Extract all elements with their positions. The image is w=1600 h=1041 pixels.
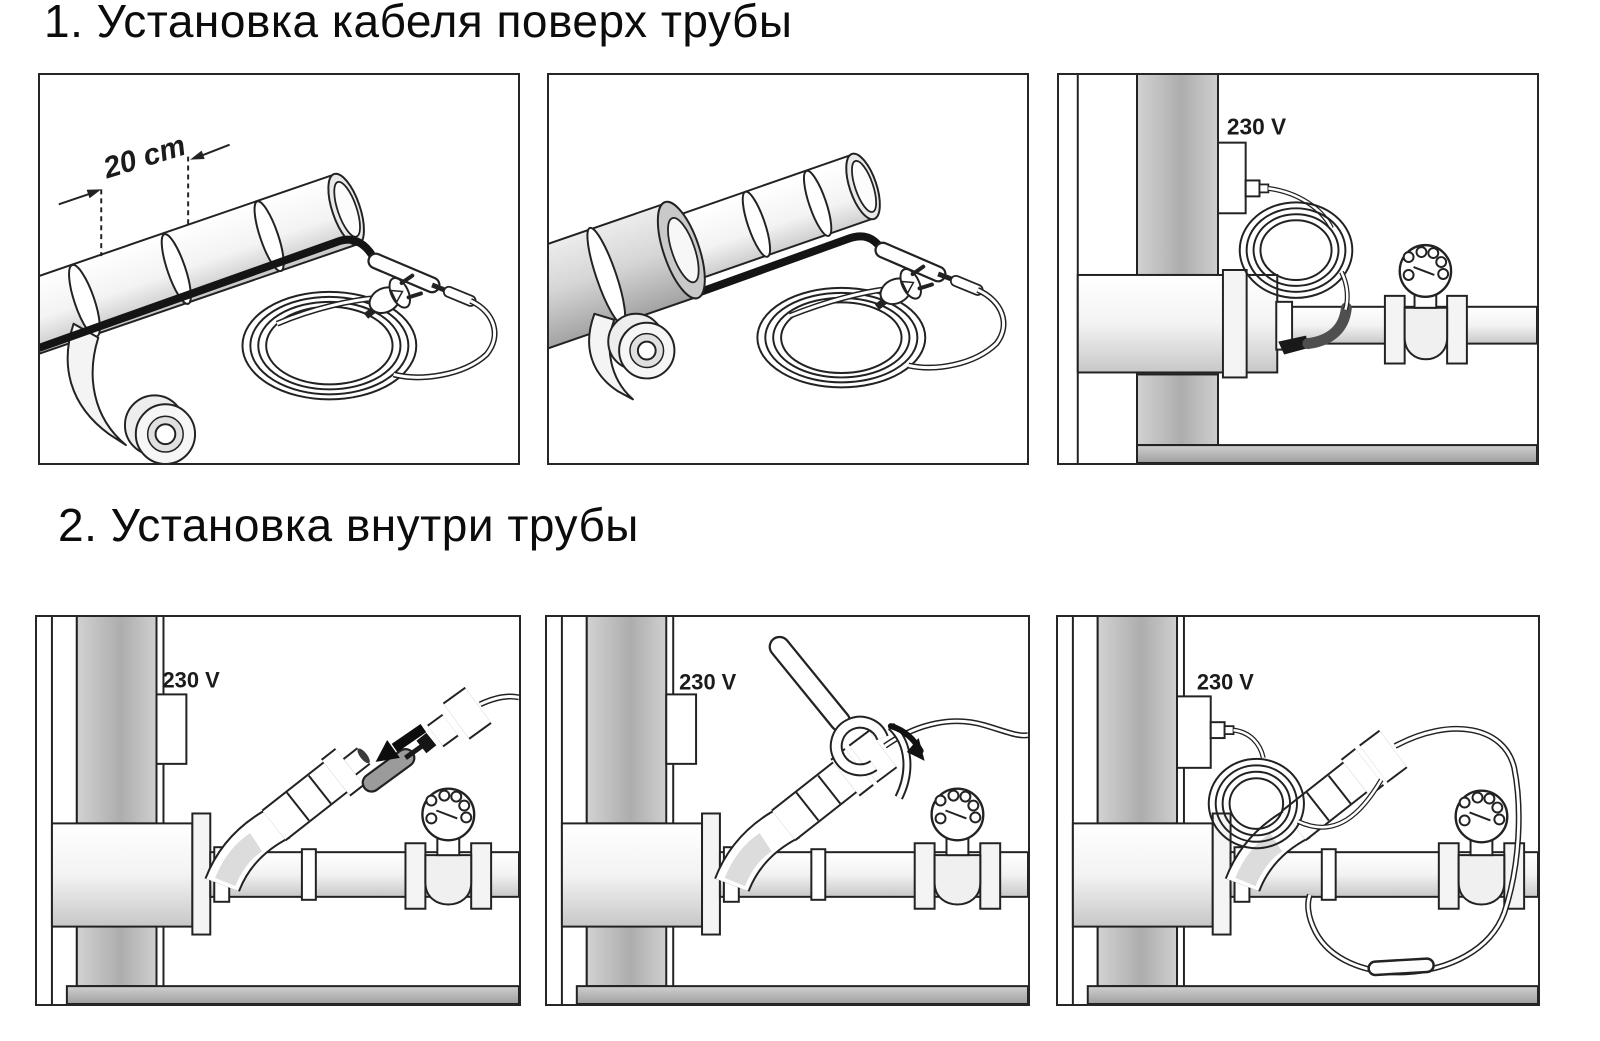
voltage-label: 230 V bbox=[1197, 669, 1254, 694]
hanging-tape-strip bbox=[66, 322, 127, 447]
excess-cable-coil bbox=[1238, 201, 1354, 311]
power-plug bbox=[363, 273, 423, 319]
voltage-label: 230 V bbox=[162, 667, 220, 692]
panel-step-2-2: 230 V bbox=[545, 615, 1030, 1006]
voltage-label: 230 V bbox=[679, 669, 737, 694]
wall bbox=[1071, 617, 1185, 1004]
insulated-pipe bbox=[560, 812, 721, 936]
section-1-title: 1. Установка кабеля поверх трубы bbox=[44, 0, 793, 47]
socket-box bbox=[1176, 695, 1235, 769]
seal-and-nuts bbox=[416, 686, 492, 754]
panel-step-2-3: 230 V bbox=[1056, 615, 1540, 1006]
valve-handwheel bbox=[1398, 243, 1453, 309]
insulated-pipe bbox=[1076, 269, 1279, 379]
shutoff-valve bbox=[913, 787, 1002, 910]
illustration-inpipe-install-connected: 230 V bbox=[1071, 617, 1538, 1004]
excess-cable-coil bbox=[1207, 757, 1384, 850]
section-2-title: 2. Установка внутри трубы bbox=[58, 499, 639, 551]
illustration-tape-cable-to-pipe: 20 cm bbox=[40, 129, 498, 463]
floor bbox=[575, 985, 1028, 1004]
cold-lead-cable bbox=[883, 718, 1028, 749]
rotation-arrow bbox=[887, 722, 925, 800]
cable-splice bbox=[367, 252, 477, 307]
insertion-arrow bbox=[375, 724, 427, 762]
tape-band bbox=[741, 190, 772, 258]
cold-lead-cable bbox=[1302, 302, 1352, 350]
cable-splice bbox=[874, 241, 984, 296]
wall bbox=[1076, 75, 1219, 463]
power-cord bbox=[1233, 727, 1266, 759]
illustration-surface-install-connected: 230 V bbox=[1076, 75, 1537, 463]
wall bbox=[50, 617, 165, 1004]
floor bbox=[1136, 444, 1537, 463]
tape-band bbox=[253, 200, 285, 273]
illustration-insulation-over-pipe bbox=[549, 152, 1007, 401]
tee-gland-fitting bbox=[204, 747, 371, 893]
dimension-label: 20 cm bbox=[99, 129, 190, 186]
plug-connector bbox=[1244, 179, 1261, 198]
socket-box bbox=[665, 693, 698, 765]
cold-lead-cable bbox=[478, 693, 519, 708]
plug-connector bbox=[1209, 721, 1226, 740]
power-cord bbox=[275, 294, 498, 381]
pipe bbox=[40, 172, 365, 355]
panel-step-2-1: 230 V bbox=[35, 615, 521, 1006]
tape-band bbox=[160, 233, 192, 305]
cable-coil bbox=[756, 286, 927, 389]
panel-step-1-3: 230 V bbox=[1057, 73, 1539, 465]
tape-band bbox=[803, 169, 833, 237]
valve-handwheel bbox=[421, 787, 476, 857]
arrowhead-icon bbox=[86, 189, 102, 199]
tee-gland-fitting bbox=[1224, 729, 1408, 893]
power-cord bbox=[788, 285, 1007, 371]
heating-cable bbox=[1278, 335, 1310, 355]
arrowhead-icon bbox=[190, 150, 205, 160]
panel-step-1-1: 20 cm bbox=[38, 73, 520, 465]
illustration-tighten-gland: 230 V bbox=[560, 617, 1028, 1004]
heating-cable-end bbox=[361, 742, 425, 793]
socket-box bbox=[155, 693, 188, 765]
illustration-insert-cable-into-tee: 230 V bbox=[50, 617, 519, 1004]
power-plug bbox=[874, 264, 934, 310]
floor bbox=[1086, 985, 1538, 1004]
shutoff-valve bbox=[1383, 243, 1468, 365]
socket-box bbox=[1217, 141, 1270, 215]
shutoff-valve bbox=[1437, 789, 1526, 910]
cable-coil bbox=[241, 290, 418, 401]
valve-handwheel bbox=[1454, 789, 1509, 857]
insulated-pipe bbox=[1071, 812, 1232, 936]
pipe-insulation bbox=[549, 200, 706, 350]
tape-roll bbox=[607, 312, 676, 380]
floor bbox=[65, 985, 519, 1004]
cable-loop bbox=[1305, 725, 1522, 977]
panel-step-1-2 bbox=[547, 73, 1029, 465]
shutoff-valve bbox=[404, 787, 493, 910]
wall bbox=[560, 617, 675, 1004]
heating-cable bbox=[40, 235, 378, 352]
insulated-pipe bbox=[50, 812, 212, 936]
valve-handwheel bbox=[930, 787, 985, 857]
voltage-label: 230 V bbox=[1227, 114, 1287, 140]
tape-roll bbox=[123, 394, 197, 463]
open-end-wrench bbox=[768, 635, 889, 777]
